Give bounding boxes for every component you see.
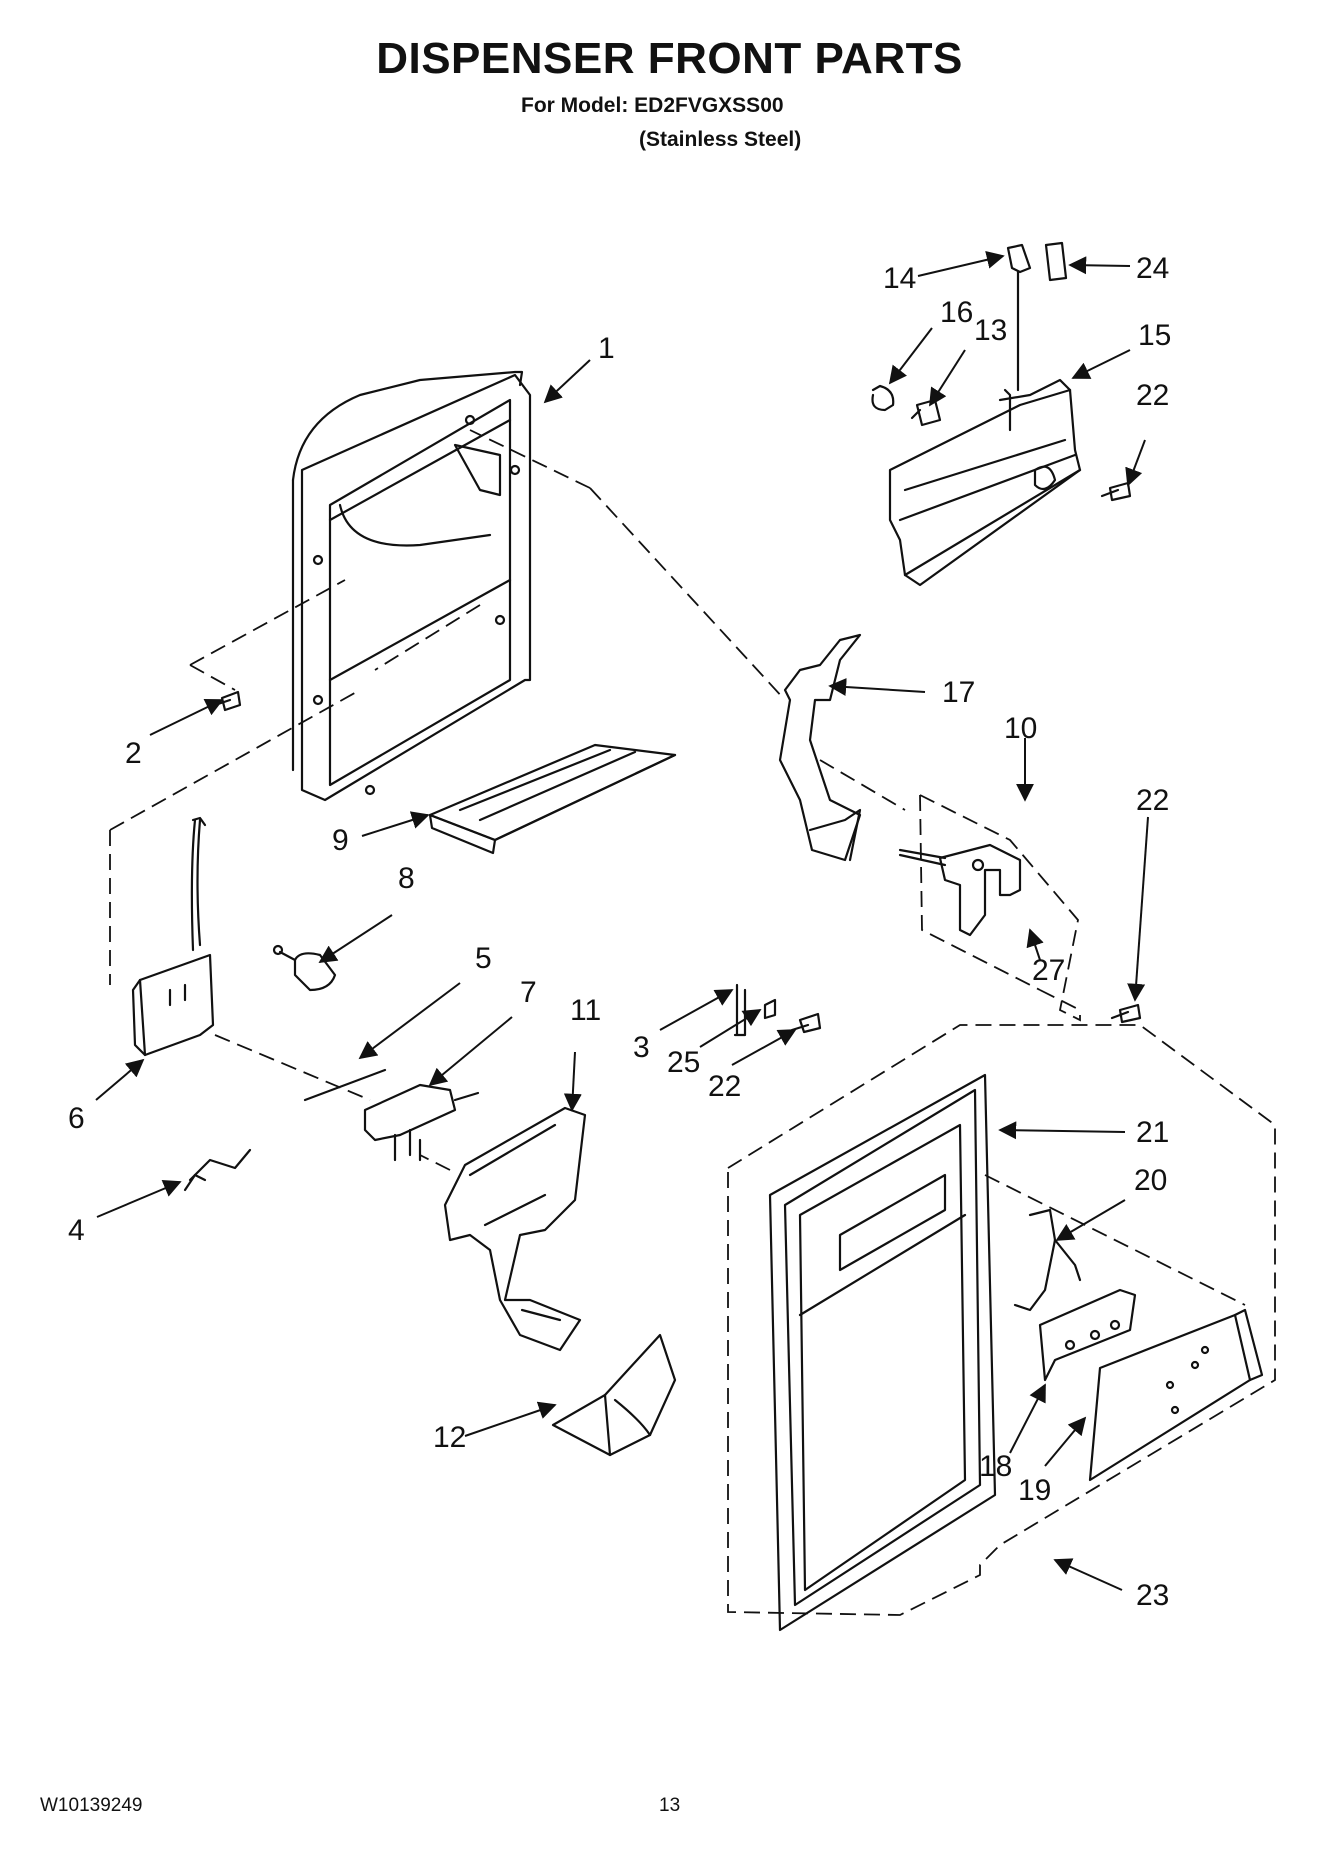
callout-9: 9 [332,824,349,857]
callout-12: 12 [433,1421,466,1454]
callout-22-right: 22 [1136,784,1169,817]
callout-13: 13 [974,314,1007,347]
callout-24: 24 [1136,252,1169,285]
part-5-pin [303,1068,387,1102]
callout-21: 21 [1136,1116,1169,1149]
part-22-screw-center [790,1012,822,1034]
part-6-module [131,816,215,1057]
part-13-socket [910,398,942,427]
part-8-solenoid [272,944,337,992]
callout-25: 25 [667,1046,700,1079]
callout-5: 5 [475,942,492,975]
model-line: For Model: ED2FVGXSS00 [521,94,784,117]
part-10-27-actuator [898,843,1022,937]
part-22-screw-top [1100,481,1132,502]
callout-27: 27 [1032,954,1065,987]
part-19-touchpad [1088,1308,1264,1482]
part-18-board [1038,1288,1137,1382]
part-7-bracket [363,1083,480,1162]
part-11-water-lever [443,1106,587,1352]
part-9-drip-tray [428,743,677,855]
callout-18: 18 [979,1450,1012,1483]
callout-20: 20 [1134,1164,1167,1197]
callout-15: 15 [1138,319,1171,352]
callout-3: 3 [633,1031,650,1064]
callout-16: 16 [940,296,973,329]
callout-11: 11 [570,994,601,1027]
callout-14: 14 [883,262,916,295]
callout-23: 23 [1136,1579,1169,1612]
part-24-pad [1044,241,1068,282]
callout-8: 8 [398,862,415,895]
part-16-bulb [871,384,895,412]
part-12-funnel [551,1333,677,1457]
part-14-switch [1006,243,1032,392]
part-1-housing [291,370,532,802]
part-4-spring [183,1148,252,1192]
callout-2: 2 [125,737,142,770]
callout-19: 19 [1018,1474,1051,1507]
part-17-ice-lever [778,633,862,862]
part-3-switch [733,983,747,1037]
part-25-clip [763,998,777,1020]
callout-7: 7 [520,976,537,1009]
finish-line: (Stainless Steel) [639,128,802,151]
part-22-screw-right [1110,1003,1142,1024]
callout-4: 4 [68,1214,85,1247]
callout-22-top: 22 [1136,379,1169,412]
callout-6: 6 [68,1102,85,1135]
callout-22-center: 22 [708,1070,741,1103]
callout-1: 1 [598,332,615,365]
part-21-front-panel [768,1073,997,1632]
callout-10: 10 [1004,712,1037,745]
page-title: DISPENSER FRONT PARTS [376,34,963,83]
doc-number: W10139249 [40,1795,143,1816]
part-15-light-housing [888,378,1082,587]
page-number: 13 [659,1795,681,1816]
part-20-harness [1013,1208,1082,1312]
callout-17: 17 [942,676,975,709]
